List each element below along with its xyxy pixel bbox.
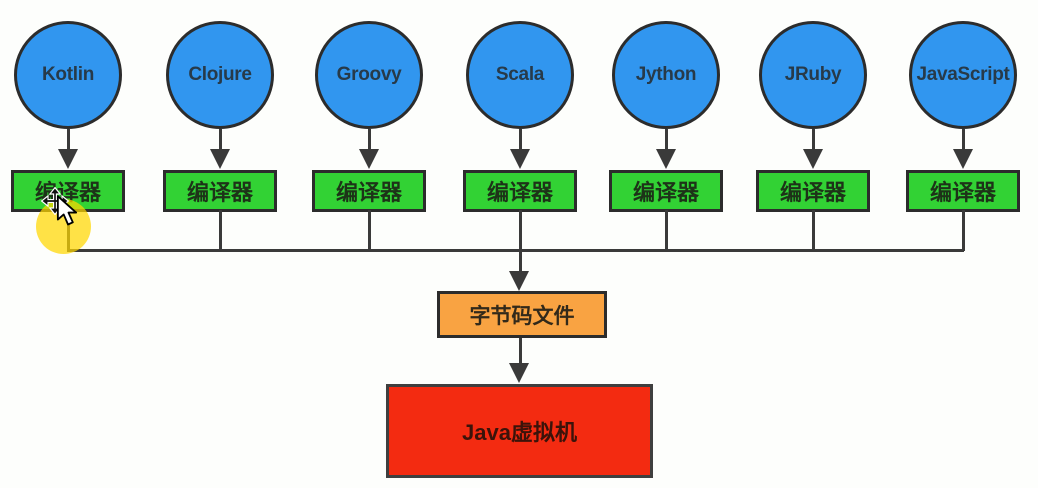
compile-arrow-head [803,149,823,169]
compile-arrow-head [510,149,530,169]
compiler-label: 编译器 [335,180,402,205]
compile-arrow-shaft [811,129,815,151]
bus-drop-line [518,210,522,251]
bus-drop-line [961,210,965,251]
compile-arrow-shaft [961,129,965,151]
bytecode-node[interactable]: 字节码文件 [437,291,607,338]
language-node-groovy[interactable]: Groovy [315,21,423,129]
language-node-jython[interactable]: Jython [612,21,720,129]
compile-arrow-shaft [367,129,371,151]
language-label: JavaScript [916,64,1010,85]
bus-drop-line [218,210,222,251]
language-label: Jython [635,64,697,85]
jvm-node[interactable]: Java虚拟机 [386,384,653,478]
compiler-label: 编译器 [632,180,699,205]
jvm-arrow-shaft [518,338,522,364]
bytecode-arrow-head [509,271,529,291]
bus-connector-line [67,249,964,252]
language-node-scala[interactable]: Scala [466,21,574,129]
bus-drop-line [664,210,668,251]
compiler-label: 编译器 [186,180,253,205]
language-node-jruby[interactable]: JRuby [759,21,867,129]
compile-arrow-shaft [66,129,70,151]
compiler-label: 编译器 [929,180,996,205]
language-label: Groovy [336,64,402,85]
language-node-javascript[interactable]: JavaScript [909,21,1017,129]
language-node-kotlin[interactable]: Kotlin [14,21,122,129]
compiler-label: 编译器 [486,180,553,205]
language-label: Scala [495,64,545,85]
mouse-pointer-icon [56,195,78,226]
compile-arrow-shaft [664,129,668,151]
compile-arrow-head [359,149,379,169]
compile-arrow-shaft [218,129,222,151]
bus-drop-line [811,210,815,251]
jvm-arrow-head [509,363,529,383]
compile-arrow-head [58,149,78,169]
compile-arrow-shaft [518,129,522,151]
compile-arrow-head [656,149,676,169]
compiler-node[interactable]: 编译器 [609,170,723,212]
bytecode-label: 字节码文件 [469,304,575,328]
language-label: Kotlin [41,64,95,85]
language-node-clojure[interactable]: Clojure [166,21,274,129]
compiler-node[interactable]: 编译器 [463,170,577,212]
compiler-node[interactable]: 编译器 [756,170,870,212]
compiler-node[interactable]: 编译器 [312,170,426,212]
language-label: Clojure [188,64,252,85]
compiler-node[interactable]: 编译器 [163,170,277,212]
compiler-label: 编译器 [779,180,846,205]
bus-drop-line [367,210,371,251]
jvm-label: Java虚拟机 [462,420,577,445]
compile-arrow-head [210,149,230,169]
language-label: JRuby [784,64,842,85]
bytecode-arrow-shaft [518,251,522,272]
compile-arrow-head [953,149,973,169]
compiler-node[interactable]: 编译器 [906,170,1020,212]
